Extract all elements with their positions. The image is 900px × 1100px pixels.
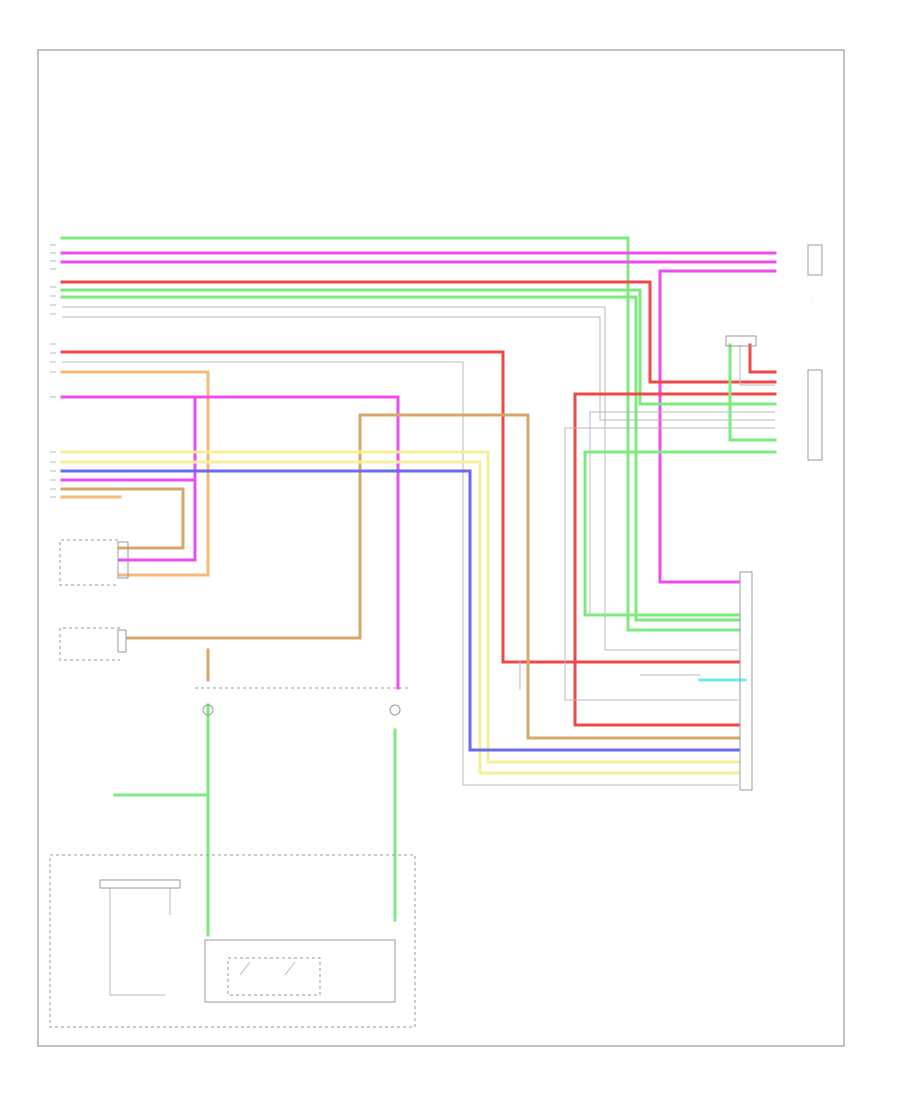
diagram-frame [37, 49, 845, 1047]
wire-tan-2 [60, 487, 185, 550]
wire-red-upper [60, 280, 777, 384]
pressure-sensor-connector [725, 335, 757, 347]
wire-blue [60, 469, 740, 752]
wire-pink-main [60, 395, 400, 690]
wire-gray-2 [62, 361, 738, 786]
wire-orange [60, 370, 210, 577]
wire-green-top [60, 236, 740, 632]
abs-connector-top: · [807, 244, 823, 302]
clock-unit [59, 539, 129, 586]
wire-gray-ps [519, 660, 700, 690]
meter-lamp-icon [202, 704, 214, 716]
meter-lamp-icon [389, 704, 401, 716]
wire-green-right [583, 343, 777, 617]
wire-red-right [573, 343, 777, 727]
connector-top-label: · [812, 296, 814, 302]
wire-red-2 [60, 350, 740, 664]
wire-yellow-2 [60, 460, 740, 775]
vehicle-speed-sensor [59, 627, 127, 661]
under-dash-fuse-box [49, 854, 416, 1028]
power-steering-unit-connector [739, 571, 753, 791]
wire-gray-right [564, 345, 775, 701]
wire-green-fuse [113, 703, 397, 937]
left-harness-pins [50, 244, 56, 498]
wire-green-2 [60, 288, 777, 406]
wire-tan [126, 413, 740, 740]
combination-meter [195, 687, 410, 716]
wire-pink-3 [658, 269, 777, 584]
wire-yellow-1 [60, 450, 740, 764]
abs-connector-mid [807, 369, 823, 461]
fuse-strip [99, 879, 181, 889]
relay-box [204, 939, 396, 1003]
wire-green-3 [60, 295, 740, 622]
wire-gray-1 [62, 306, 775, 651]
